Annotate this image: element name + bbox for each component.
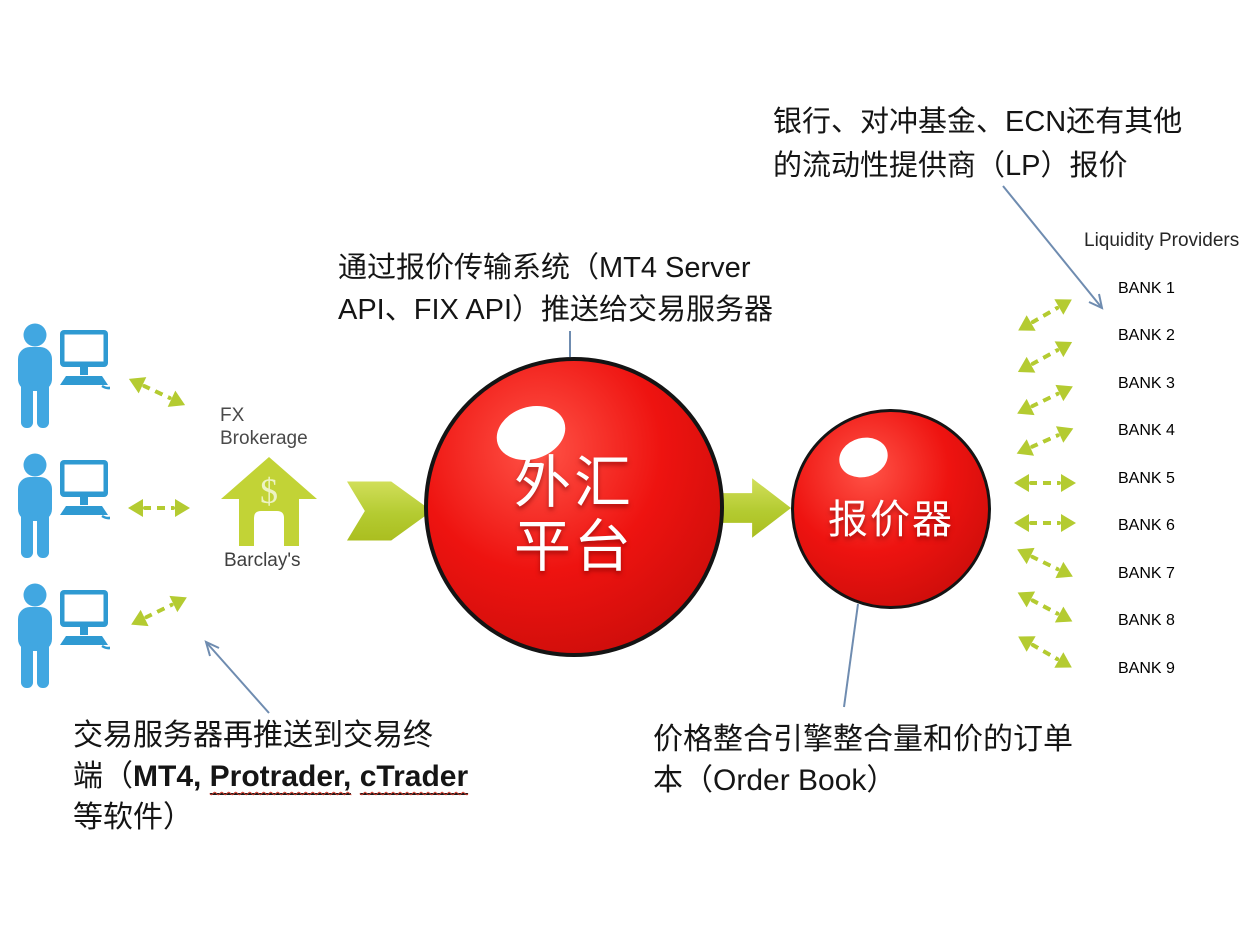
note-liquidity-sources: 银行、对冲基金、ECN还有其他 的流动性提供商（LP）报价 xyxy=(773,100,1182,188)
annotation-arrow xyxy=(1002,185,1103,309)
fx-label-line: FX xyxy=(220,405,245,426)
brokerage-name: Barclay's xyxy=(224,550,301,571)
note-text xyxy=(351,760,359,793)
user-station xyxy=(8,322,117,434)
user-computer-icon xyxy=(18,453,117,558)
note-line: 等软件） xyxy=(73,801,193,834)
note-line: 银行、对冲基金、ECN还有其他 xyxy=(773,106,1183,138)
note-line: 价格整合引擎整合量和价的订单 xyxy=(653,723,1073,756)
bank-node: BANK 2 xyxy=(1118,327,1175,344)
quoter-label: 报价器 xyxy=(828,498,954,542)
note-text: 端（ xyxy=(73,760,133,793)
note-line: 的流动性提供商（LP）报价 xyxy=(773,150,1128,182)
bank-node: BANK 8 xyxy=(1118,612,1175,629)
note-quote-feed: 通过报价传输系统（MT4 Server API、FIX API）推送给交易服务器 xyxy=(338,247,773,331)
dashed-arrow-icon xyxy=(1014,512,1076,534)
annotation-arrow xyxy=(205,641,270,714)
fx-label-line: Brokerage xyxy=(220,428,308,449)
brokerage-house-icon: $ xyxy=(221,457,317,546)
bank-node: BANK 1 xyxy=(1118,280,1175,297)
sphere-label-line: 平台 xyxy=(514,515,634,579)
note-terminal-push: 交易服务器再推送到交易终 端（MT4, Protrader, cTrader 等… xyxy=(73,715,469,838)
bank-node: BANK 9 xyxy=(1118,660,1175,677)
protrader-word: Protrader, xyxy=(209,760,352,795)
note-line: 端（MT4, Protrader, cTrader xyxy=(73,756,469,797)
note-line: 通过报价传输系统（MT4 Server xyxy=(338,252,751,284)
user-computer-icon xyxy=(18,323,117,428)
bank-node: BANK 5 xyxy=(1118,470,1175,487)
bank-node: BANK 7 xyxy=(1118,565,1175,582)
sphere-highlight xyxy=(834,432,893,483)
note-line: API、FIX API）推送给交易服务器 xyxy=(338,294,774,326)
note-line: 交易服务器再推送到交易终 xyxy=(73,719,433,752)
user-station xyxy=(8,452,117,564)
bank-node: BANK 4 xyxy=(1118,422,1175,439)
ctrader-word: cTrader xyxy=(359,760,469,795)
user-computer-icon xyxy=(18,583,117,688)
note-text: MT4, xyxy=(133,760,210,793)
dollar-icon: $ xyxy=(260,471,278,511)
liquidity-providers-title: Liquidity Providers xyxy=(1084,230,1240,251)
dashed-arrow-icon xyxy=(128,497,190,519)
quoter-node: 报价器 xyxy=(791,409,991,609)
note-order-book: 价格整合引擎整合量和价的订单 本（Order Book） xyxy=(653,719,1073,801)
dashed-arrow-icon xyxy=(1014,472,1076,494)
arrowhead-icon xyxy=(204,640,220,657)
forex-platform-label: 外汇 平台 xyxy=(514,451,634,580)
bank-node: BANK 6 xyxy=(1118,517,1175,534)
sphere-label-line: 外汇 xyxy=(514,450,634,515)
forex-platform-node: 外汇 平台 xyxy=(424,357,724,657)
note-line: 本（Order Book） xyxy=(653,764,897,797)
user-station xyxy=(8,582,117,694)
fx-brokerage-label: FX Brokerage xyxy=(220,404,308,450)
connector-line xyxy=(843,603,859,708)
arrowhead-icon xyxy=(1088,293,1104,310)
bank-node: BANK 3 xyxy=(1118,375,1175,392)
fx-brokerage-node: FX Brokerage $ Barclay's xyxy=(214,404,334,579)
